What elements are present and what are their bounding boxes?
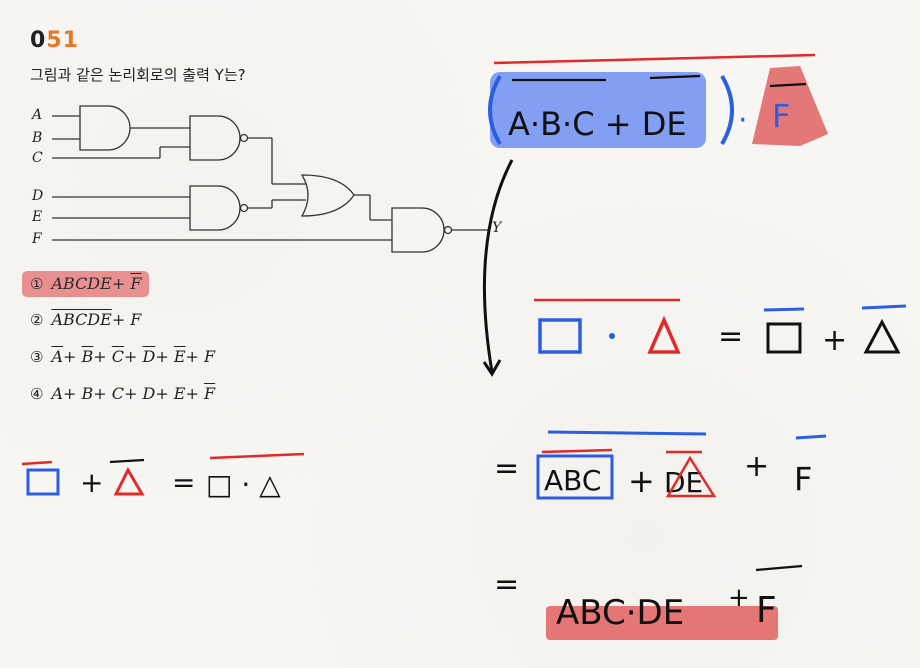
red-overbar-step2-abc xyxy=(541,448,613,454)
overbar-sq-rule2 xyxy=(21,460,53,466)
hw-top-f: F xyxy=(772,97,790,135)
choice-term: + xyxy=(124,347,143,366)
choice-expression: ABCDE+ F xyxy=(51,310,141,329)
blue-highlight-top xyxy=(490,72,706,148)
blue-paren-right xyxy=(720,74,734,146)
hw-plus-rule2: + xyxy=(80,466,103,499)
red-highlight-step3 xyxy=(546,606,778,640)
choice-1[interactable]: ① ABCDE+ F xyxy=(22,271,150,297)
or-gate xyxy=(300,174,355,217)
hw-step3-plus: + xyxy=(728,583,750,613)
question-text: 그림과 같은 논리회로의 출력 Y는? xyxy=(30,66,246,84)
blue-box-step2 xyxy=(536,454,614,500)
overbar-sq-rule1 xyxy=(763,307,805,312)
choice-4[interactable]: ④ A+ B+ C+ D+ E+ F xyxy=(22,381,223,407)
input-label-b: B xyxy=(32,130,43,146)
choice-term: + xyxy=(155,347,174,366)
choice-term: ABCDE xyxy=(51,310,112,329)
hw-plus-rule1: + xyxy=(822,323,847,358)
input-label-e: E xyxy=(32,209,43,225)
nand-gate-3-bubble xyxy=(239,203,249,213)
choice-number: ④ xyxy=(30,385,44,403)
question-number-prefix: 0 xyxy=(30,28,47,53)
overbar-tri-rule1 xyxy=(861,304,907,310)
choice-2[interactable]: ② ABCDE+ F xyxy=(22,307,149,333)
red-triangle-step2 xyxy=(665,455,717,498)
black-square-rule1 xyxy=(766,322,802,354)
nand-gate-2 xyxy=(189,115,241,161)
hw-equals-step3: = xyxy=(494,567,519,602)
output-label-y: Y xyxy=(492,220,502,236)
hw-equals-rule1: = xyxy=(718,319,743,354)
nand-gate-final xyxy=(391,207,445,253)
hw-step2-plus2: + xyxy=(744,449,769,484)
hw-step2-f: F xyxy=(794,460,812,498)
choice-term: F xyxy=(130,274,142,293)
input-label-d: D xyxy=(32,188,44,204)
red-triangle-rule1 xyxy=(647,315,681,354)
hw-equals-step2: = xyxy=(494,451,519,486)
down-arrow xyxy=(482,159,514,373)
choice-term: E xyxy=(173,347,186,366)
dot-rule1 xyxy=(609,333,615,339)
input-label-f: F xyxy=(32,231,42,247)
red-triangle-rule2 xyxy=(113,466,145,496)
blue-square-rule1 xyxy=(538,318,582,354)
hw-step3-f: F xyxy=(756,590,777,631)
overbar-step3-f xyxy=(755,564,803,572)
choice-term: F xyxy=(203,384,216,403)
choice-number: ② xyxy=(30,311,44,329)
choice-expression: A+ B+ C+ D+ E+ F xyxy=(51,347,215,366)
down-arrow-head xyxy=(482,359,502,377)
choice-expression: ABCDE+ F xyxy=(51,274,141,293)
black-triangle-rule1 xyxy=(863,318,901,354)
choice-term: + xyxy=(63,347,82,366)
choice-term: A+ B+ C+ D+ E+ xyxy=(51,384,204,403)
input-label-c: C xyxy=(32,150,43,166)
nand-gate-3 xyxy=(189,185,241,231)
choice-expression: A+ B+ C+ D+ E+ F xyxy=(51,384,215,403)
overbar-de xyxy=(649,74,701,80)
nand-gate-final-bubble xyxy=(443,225,453,235)
red-overbar-rule2 xyxy=(209,452,305,460)
hw-equals-rule2: = xyxy=(172,466,195,499)
red-overbar-top xyxy=(493,53,816,65)
choice-number: ③ xyxy=(30,348,44,366)
blue-overbar-step2-f xyxy=(795,434,827,440)
question-number-digits: 51 xyxy=(46,28,79,53)
choice-number: ① xyxy=(30,275,44,293)
blue-overbar-step2 xyxy=(547,430,707,436)
question-number: 051 xyxy=(30,28,79,53)
hw-rule2-rhs: □ · △ xyxy=(206,468,281,501)
hw-step2-plus: + xyxy=(628,462,655,500)
overbar-f-top xyxy=(769,82,807,88)
choice-term: D xyxy=(142,347,156,366)
blue-paren-left xyxy=(488,74,502,146)
and-gate-1 xyxy=(79,105,131,151)
hw-top-expr: A·B·C + DE xyxy=(508,105,687,143)
hw-step3-lhs: ABC·DE xyxy=(556,593,684,633)
choice-term: B xyxy=(81,347,94,366)
choice-term: + xyxy=(93,347,112,366)
hw-step2-abc: ABC xyxy=(544,464,601,497)
choice-term: ABCDE+ xyxy=(51,274,131,293)
nand-gate-2-bubble xyxy=(239,133,249,143)
hw-top-dot: · xyxy=(738,103,748,138)
input-label-a: A xyxy=(32,107,43,123)
choice-term: C xyxy=(111,347,125,366)
overbar-tri-rule2 xyxy=(109,458,145,464)
choice-term: + F xyxy=(185,347,216,366)
blue-square-rule2 xyxy=(26,468,60,496)
choice-term: + F xyxy=(111,310,142,329)
choice-term: A xyxy=(51,347,64,366)
